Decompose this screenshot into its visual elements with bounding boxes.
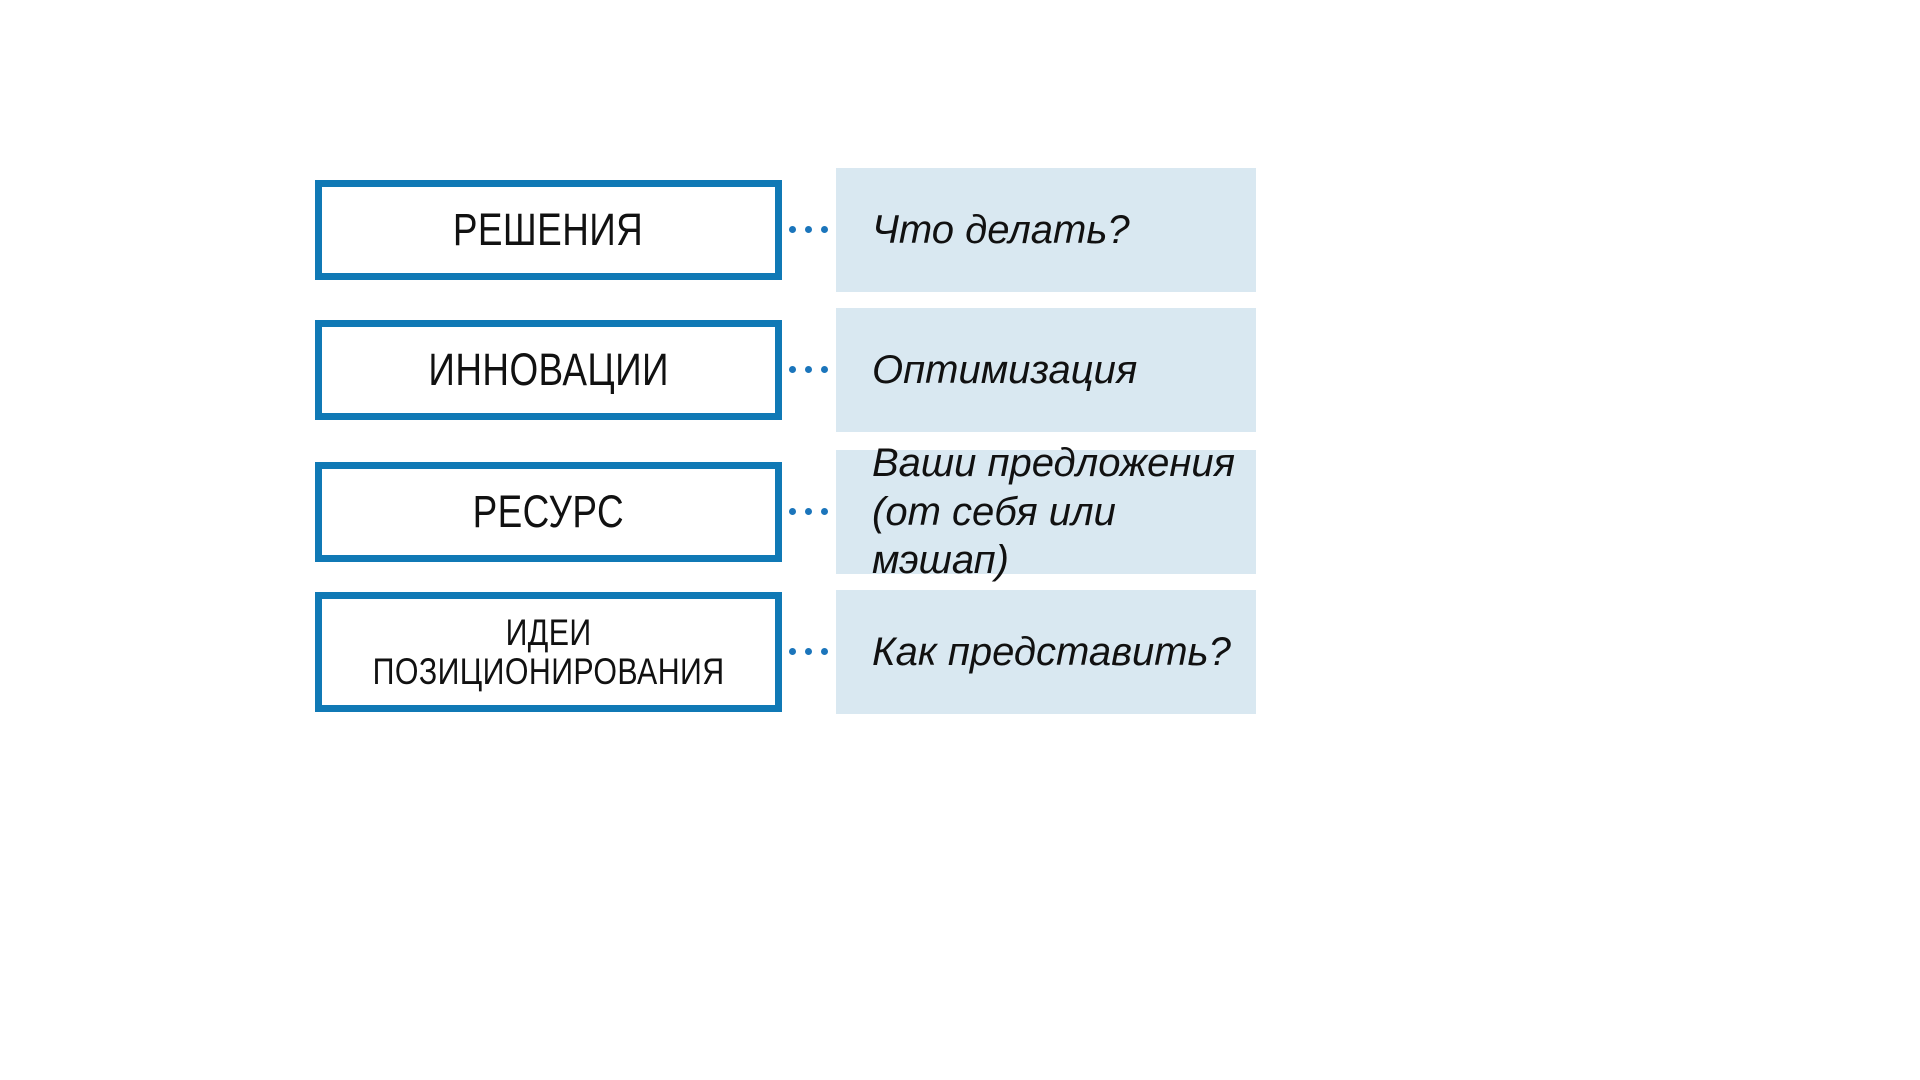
concept-label-2: ИННОВАЦИИ	[428, 344, 669, 396]
concept-label-1: РЕШЕНИЯ	[453, 204, 644, 256]
connector-dot-icon	[805, 508, 812, 515]
description-panel-1[interactable]: Что делать?	[836, 168, 1256, 292]
concept-box-4[interactable]: ИДЕИ ПОЗИЦИОНИРОВАНИЯ	[315, 592, 782, 712]
description-text-1: Что делать?	[872, 207, 1130, 252]
connector-dot-icon	[821, 366, 828, 373]
description-panel-3[interactable]: Ваши предложения (от себя или мэшап)	[836, 441, 1256, 582]
description-text-4: Как представить?	[872, 629, 1231, 674]
connector-dot-icon	[789, 366, 796, 373]
connector-dot-icon	[821, 648, 828, 655]
concept-box-1[interactable]: РЕШЕНИЯ	[315, 180, 782, 280]
concept-box-2[interactable]: ИННОВАЦИИ	[315, 320, 782, 420]
connector-dot-icon	[789, 226, 796, 233]
description-panel-2[interactable]: Оптимизация	[836, 308, 1256, 432]
connector-dot-icon	[805, 366, 812, 373]
connector-dot-icon	[821, 226, 828, 233]
connector-dot-icon	[789, 648, 796, 655]
connector-dot-icon	[821, 508, 828, 515]
description-text-3: Ваши предложения (от себя или мэшап)	[872, 440, 1235, 583]
description-panel-4[interactable]: Как представить?	[836, 590, 1256, 714]
connector-dot-icon	[805, 648, 812, 655]
description-text-2: Оптимизация	[872, 347, 1138, 392]
connector-dot-icon	[789, 508, 796, 515]
connector-dot-icon	[805, 226, 812, 233]
concept-label-3: РЕСУРС	[472, 486, 625, 538]
concept-box-3[interactable]: РЕСУРС	[315, 462, 782, 562]
concept-label-4: ИДЕИ ПОЗИЦИОНИРОВАНИЯ	[372, 611, 725, 692]
